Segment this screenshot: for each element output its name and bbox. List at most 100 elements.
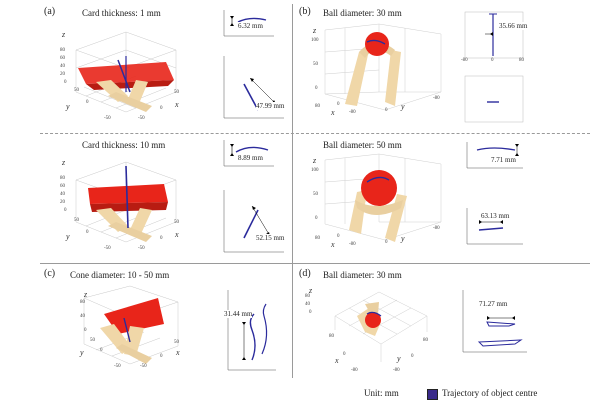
tick-x-80: 80 xyxy=(329,334,334,339)
panel-a-row1-title: Card thickness: 1 mm xyxy=(82,8,161,18)
panel-a-row1-plot-bottom xyxy=(223,56,284,119)
tick-y-neg50: -50 xyxy=(138,116,145,121)
tick-z-20: 20 xyxy=(60,200,65,205)
tick-z-40: 40 xyxy=(80,314,85,319)
tick-x-0: 0 xyxy=(86,230,89,235)
tick-x-80: 80 xyxy=(315,236,320,241)
panel-b-row2-title: Ball diameter: 50 mm xyxy=(323,140,402,150)
panel-d-title: Ball diameter: 30 mm xyxy=(323,270,402,280)
tick-y-0: 0 xyxy=(385,108,388,113)
tick-y-neg50: -50 xyxy=(140,364,147,369)
panel-a: (a) Card thickness: 1 mm Card thickness:… xyxy=(0,0,292,263)
panel-a-row2-title: Card thickness: 10 mm xyxy=(82,140,166,150)
panel-b-row1-3d-figure xyxy=(324,23,442,111)
tick-z-80: 80 xyxy=(305,294,310,299)
tick-z-50: 50 xyxy=(313,192,318,197)
tick-z-100: 100 xyxy=(311,38,319,43)
row-divider-2 xyxy=(40,263,590,264)
tick-x-neg50: -50 xyxy=(114,364,121,369)
panel-d: (d) Ball diameter: 30 mm z 80 40 0 80 0 … xyxy=(293,264,600,378)
panel-c: (c) Cone diameter: 10 - 50 mm z 80 40 0 … xyxy=(0,264,292,378)
tick-z-0: 0 xyxy=(64,80,67,85)
panel-d-3d-figure xyxy=(334,291,428,362)
axis-y-label: y xyxy=(397,354,401,363)
panel-b-row2-plot-bottom xyxy=(466,208,523,245)
tick-z-20: 20 xyxy=(60,72,65,77)
tick-x-0: 0 xyxy=(337,234,340,239)
tick-z-60: 60 xyxy=(60,56,65,61)
axis-y-label: y xyxy=(80,348,84,357)
panel-c-title: Cone diameter: 10 - 50 mm xyxy=(70,270,170,280)
panel-b-row2-3d-figure xyxy=(324,153,442,242)
tick-80: 80 xyxy=(519,58,524,63)
panel-a-row2-plot-top xyxy=(223,140,274,167)
tick-y-0: 0 xyxy=(385,240,388,245)
tick-z-60: 60 xyxy=(60,184,65,189)
tick-y-0: 0 xyxy=(160,106,163,111)
axis-x-label: x xyxy=(331,240,335,249)
tick-z-0: 0 xyxy=(64,208,67,213)
tick-neg80: -80 xyxy=(461,58,468,63)
tick-x-neg50: -50 xyxy=(104,116,111,121)
tick-z-50: 50 xyxy=(313,62,318,67)
panel-b-measure-63-13: 63.13 mm xyxy=(481,212,510,220)
tick-y-neg80: -80 xyxy=(433,226,440,231)
panel-b-row2-plot-top xyxy=(466,142,523,169)
tick-y-neg80: -80 xyxy=(393,368,400,373)
axis-z-label: z xyxy=(313,26,317,35)
tick-z-0: 0 xyxy=(309,310,312,315)
panel-a-measure-52-15: 52.15 mm xyxy=(256,234,285,242)
panel-a-label: (a) xyxy=(44,6,56,17)
panel-a-measure-6-32: 6.32 mm xyxy=(238,22,263,30)
tick-x-0: 0 xyxy=(86,100,89,105)
panel-a-row2-plot-bottom xyxy=(223,190,284,253)
axis-z-label: z xyxy=(62,30,66,39)
unit-label: Unit: mm xyxy=(364,388,399,398)
panel-c-label: (c) xyxy=(44,268,56,279)
tick-x-neg80: -80 xyxy=(351,368,358,373)
tick-z-0: 0 xyxy=(84,328,87,333)
tick-z-40: 40 xyxy=(305,302,310,307)
axis-x-label: x xyxy=(331,108,335,117)
panel-d-plot xyxy=(462,290,527,353)
tick-x-neg80: -80 xyxy=(349,242,356,247)
tick-x-0: 0 xyxy=(100,348,103,353)
axis-z-label: z xyxy=(309,286,313,295)
panel-d-label: (d) xyxy=(299,268,311,279)
tick-0: 0 xyxy=(491,58,494,63)
panel-c-measure-31-44: 31.44 mm xyxy=(224,310,253,318)
panel-b-label: (b) xyxy=(299,6,311,17)
axis-x-label: x xyxy=(335,356,339,365)
tick-z-0: 0 xyxy=(315,216,318,221)
axis-z-label: z xyxy=(313,156,317,165)
tick-y-50: 50 xyxy=(174,90,179,95)
tick-x-50: 50 xyxy=(74,218,79,223)
panel-a-measure-47-99: 47.99 mm xyxy=(256,102,285,110)
axis-y-label: y xyxy=(401,234,405,243)
tick-z-0: 0 xyxy=(315,86,318,91)
axis-y-label: y xyxy=(401,102,405,111)
axis-x-label: x xyxy=(175,230,179,239)
trajectory-legend-swatch xyxy=(427,389,438,400)
panel-b-measure-7-71: 7.71 mm xyxy=(491,156,516,164)
panel-d-measure-71-27: 71.27 mm xyxy=(479,300,508,308)
row-divider-1 xyxy=(40,133,590,134)
axis-x-label: x xyxy=(175,100,179,109)
tick-y-0: 0 xyxy=(411,354,414,359)
tick-x-80: 80 xyxy=(315,104,320,109)
tick-x-50: 50 xyxy=(90,338,95,343)
tick-x-0: 0 xyxy=(343,352,346,357)
tick-z-80: 80 xyxy=(60,176,65,181)
panel-a-row1-3d-figure xyxy=(75,31,177,113)
panel-a-row1-plot-top xyxy=(223,10,274,37)
tick-y-neg80: -80 xyxy=(433,96,440,101)
tick-z-40: 40 xyxy=(60,64,65,69)
tick-z-80: 80 xyxy=(60,48,65,53)
axis-z-label: z xyxy=(84,290,88,299)
panel-c-plot xyxy=(227,290,276,371)
panel-a-row2-3d-figure xyxy=(75,161,177,243)
tick-x-neg80: -80 xyxy=(349,110,356,115)
trajectory-legend-label: Trajectory of object centre xyxy=(442,388,538,398)
tick-x-50: 50 xyxy=(74,88,79,93)
tick-y-50: 50 xyxy=(174,340,179,345)
